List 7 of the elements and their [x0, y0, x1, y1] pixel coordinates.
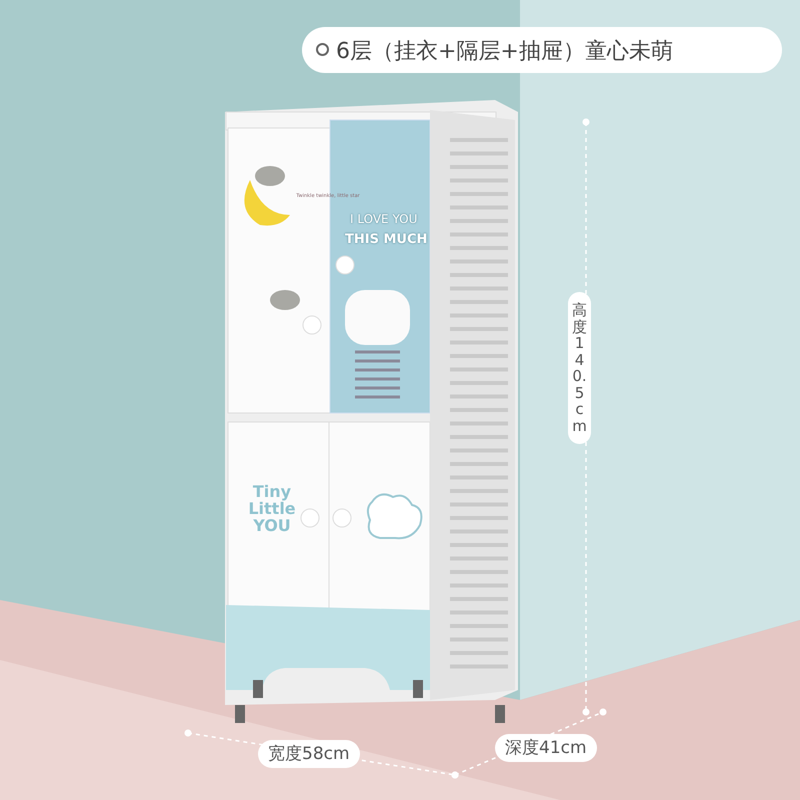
- decal-text: Tiny Little YOU: [247, 484, 297, 534]
- decal-text: THIS MUCH: [345, 232, 428, 248]
- decal-text: I LOVE YOU: [350, 212, 418, 226]
- title: 6层（挂衣+隔层+抽屉）童心未萌: [336, 38, 673, 66]
- dimension-label: 深度41cm: [495, 734, 597, 762]
- dimension-label: 高度140.5cm: [568, 292, 591, 444]
- dimension-label: 宽度58cm: [258, 740, 360, 768]
